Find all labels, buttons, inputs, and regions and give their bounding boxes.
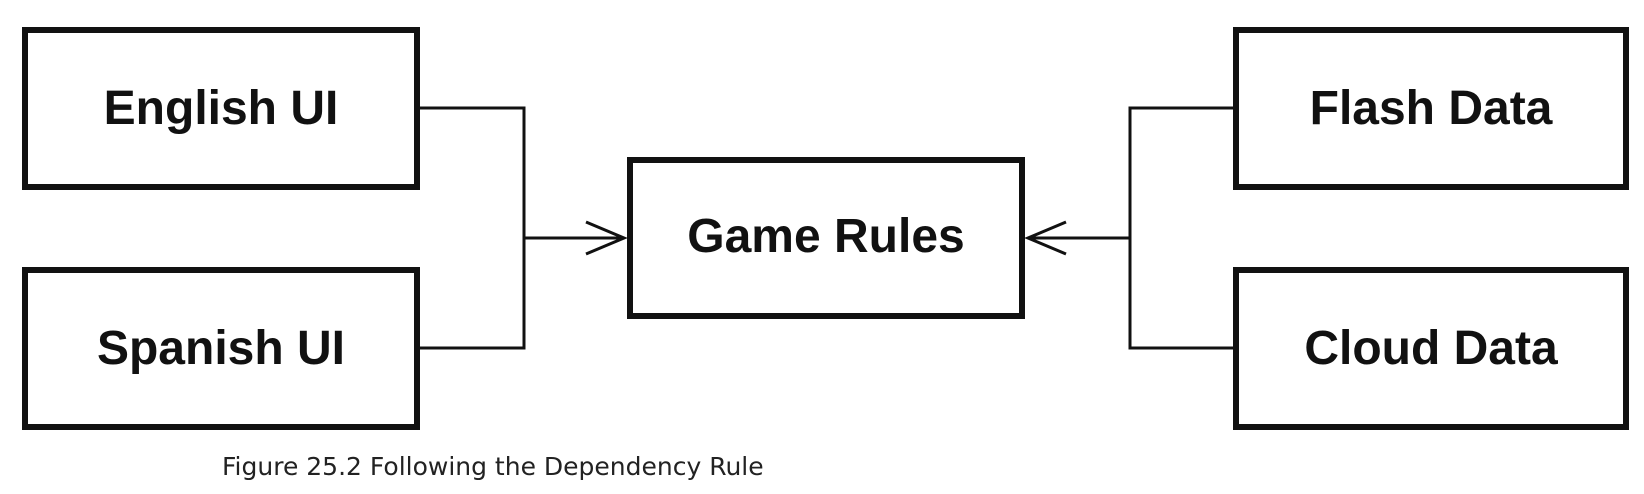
box-game-rules-label: Game Rules <box>687 210 964 263</box>
box-flash-data-label: Flash Data <box>1310 82 1553 135</box>
left-connector <box>417 106 628 350</box>
right-arrowhead <box>1024 220 1067 256</box>
left-arrowhead <box>585 220 628 256</box>
edge-english-ui-to-game-rules <box>417 106 526 238</box>
box-english-ui-label: English UI <box>104 82 339 135</box>
right-connector <box>1024 106 1236 350</box>
box-english-ui: English UI <box>22 27 420 190</box>
box-cloud-data: Cloud Data <box>1233 267 1629 430</box>
figure-caption-text: Following the Dependency Rule <box>369 452 764 481</box>
figure-number: Figure 25.2 <box>222 452 362 481</box>
edge-cloud-data-to-game-rules <box>1128 238 1236 350</box>
box-cloud-data-label: Cloud Data <box>1304 322 1558 375</box>
box-spanish-ui: Spanish UI <box>22 267 420 430</box>
figure-caption: Figure 25.2 Following the Dependency Rul… <box>222 452 764 481</box>
box-flash-data: Flash Data <box>1233 27 1629 190</box>
box-spanish-ui-label: Spanish UI <box>97 322 345 375</box>
edge-flash-data-to-game-rules <box>1128 106 1236 238</box>
box-game-rules: Game Rules <box>627 157 1025 319</box>
edge-spanish-ui-to-game-rules <box>417 238 526 350</box>
